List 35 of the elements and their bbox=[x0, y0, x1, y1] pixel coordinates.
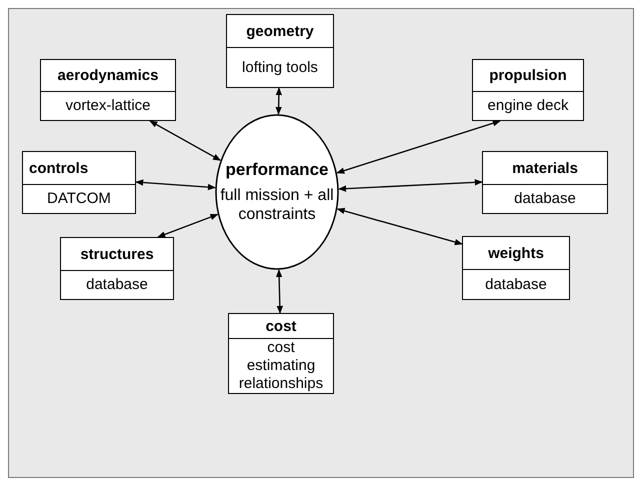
double-arrow bbox=[276, 269, 284, 314]
module-tool: lofting tools bbox=[241, 58, 319, 78]
module-title: structures bbox=[61, 238, 173, 271]
module-box bbox=[472, 59, 584, 121]
module-title: materials bbox=[483, 152, 607, 185]
central-description: full mission + all constraints bbox=[219, 186, 335, 224]
module-tool: database bbox=[513, 189, 577, 209]
double-arrow bbox=[149, 120, 222, 161]
module-tool: database bbox=[85, 275, 149, 295]
module-box bbox=[40, 59, 176, 121]
module-title: aerodynamics bbox=[41, 60, 175, 92]
module-tool: DATCOM bbox=[46, 189, 112, 209]
double-arrow bbox=[135, 179, 216, 190]
module-box bbox=[462, 236, 570, 300]
double-arrow bbox=[157, 214, 218, 238]
double-arrow bbox=[338, 179, 483, 192]
module-box bbox=[228, 313, 334, 394]
double-arrow bbox=[275, 87, 282, 115]
module-title: controls bbox=[23, 152, 135, 185]
module-box bbox=[60, 237, 174, 300]
module-box bbox=[22, 151, 136, 214]
double-arrow bbox=[336, 208, 463, 246]
module-tool: vortex-lattice bbox=[64, 96, 152, 116]
module-box bbox=[226, 14, 334, 88]
module-tool: cost estimating relationships bbox=[238, 339, 324, 393]
module-title: weights bbox=[463, 237, 569, 270]
module-tool: database bbox=[484, 274, 548, 294]
module-title: cost bbox=[229, 314, 333, 339]
module-box bbox=[482, 151, 608, 214]
central-title: performance bbox=[226, 160, 328, 180]
central-ellipse bbox=[215, 114, 339, 270]
module-title: geometry bbox=[227, 15, 333, 48]
double-arrow bbox=[336, 120, 501, 174]
module-tool: engine deck bbox=[486, 96, 570, 116]
module-title: propulsion bbox=[473, 60, 583, 92]
